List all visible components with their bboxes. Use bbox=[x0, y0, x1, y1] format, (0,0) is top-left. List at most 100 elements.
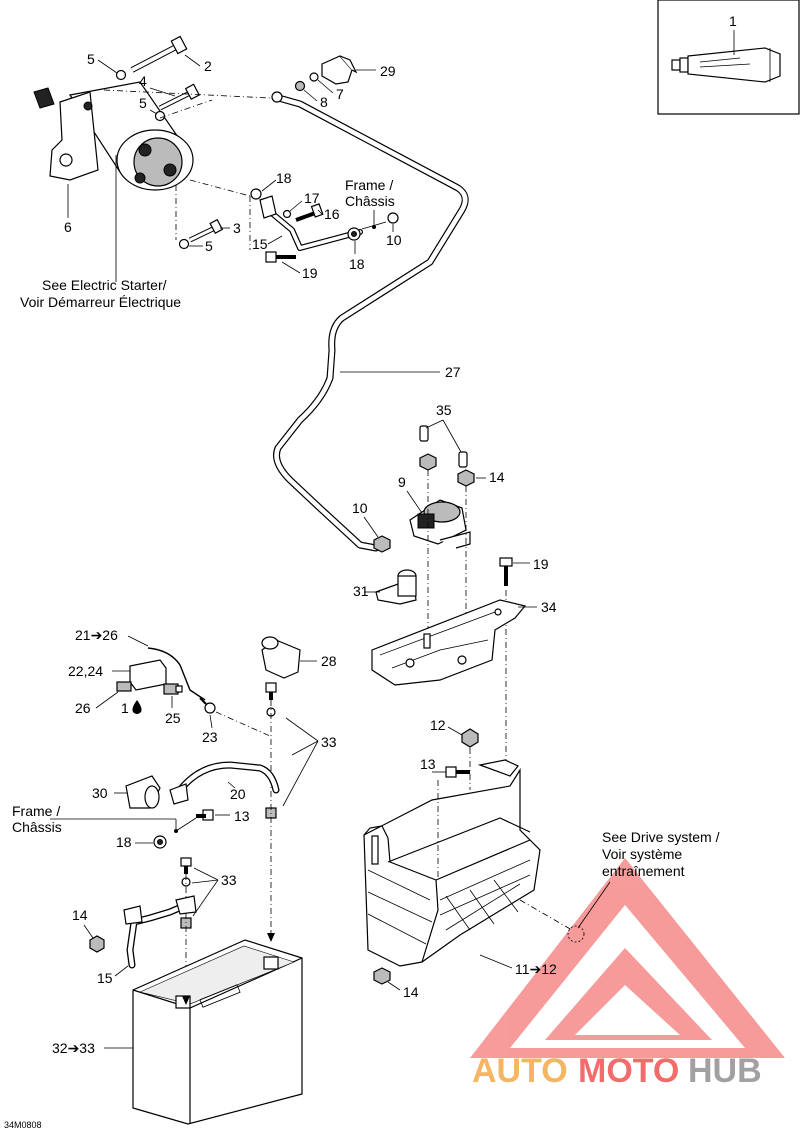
boot-29 bbox=[321, 55, 358, 85]
callout-14c: 14 bbox=[403, 984, 419, 1000]
nut-14a bbox=[419, 453, 437, 471]
battery-32 bbox=[132, 939, 303, 1125]
bolt-16 bbox=[295, 203, 324, 222]
callout-34: 34 bbox=[541, 599, 557, 615]
callout-29: 29 bbox=[380, 63, 396, 79]
callout-21-26: 21➔26 bbox=[75, 627, 118, 643]
nut-14d bbox=[373, 967, 391, 985]
fuse-26 bbox=[116, 681, 132, 692]
cable-27 bbox=[271, 91, 469, 552]
boot-28 bbox=[261, 636, 301, 679]
watermark-logo bbox=[470, 858, 785, 1058]
note-frame-top-2: Châssis bbox=[345, 193, 395, 209]
bracket-34 bbox=[371, 599, 527, 686]
callout-35: 35 bbox=[436, 402, 452, 418]
bolt-2 bbox=[130, 35, 188, 73]
callout-5c: 5 bbox=[205, 238, 213, 254]
callout-32-33: 32➔33 bbox=[52, 1040, 95, 1056]
svg-text:MOTO: MOTO bbox=[578, 1052, 679, 1090]
callout-18b: 18 bbox=[349, 256, 365, 272]
callout-18c: 18 bbox=[116, 834, 132, 850]
callout-31: 31 bbox=[353, 583, 369, 599]
callout-11-12: 11➔12 bbox=[515, 961, 557, 977]
callout-25: 25 bbox=[165, 710, 181, 726]
callout-15a: 15 bbox=[252, 236, 268, 252]
callout-8: 8 bbox=[320, 94, 328, 110]
callout-33b: 33 bbox=[221, 872, 237, 888]
callout-19a: 19 bbox=[302, 265, 318, 281]
callout-26: 26 bbox=[75, 700, 91, 716]
bolt-4 bbox=[158, 83, 201, 111]
callout-5b: 5 bbox=[139, 95, 147, 111]
callout-6: 6 bbox=[64, 219, 72, 235]
note-electric-starter-2: Voir Démarreur Électrique bbox=[20, 294, 181, 310]
callout-15b: 15 bbox=[97, 970, 113, 986]
callout-19b: 19 bbox=[533, 556, 549, 572]
note-drive-system-2: Voir système bbox=[602, 846, 682, 862]
callout-10b: 10 bbox=[352, 500, 368, 516]
bolt-19b bbox=[499, 557, 513, 586]
washer-7 bbox=[309, 72, 319, 82]
svg-text:HUB: HUB bbox=[688, 1052, 762, 1090]
cap-35a bbox=[419, 425, 429, 442]
note-frame-bottom-2: Châssis bbox=[12, 819, 62, 835]
bolt-19a bbox=[265, 251, 296, 263]
cap-30 bbox=[125, 775, 161, 809]
boot-31 bbox=[375, 569, 417, 605]
electric-starter bbox=[33, 81, 194, 191]
nut-14c bbox=[89, 935, 105, 953]
ring-terminal-23 bbox=[199, 697, 216, 714]
nut-14b bbox=[457, 469, 475, 487]
washer-5b bbox=[154, 110, 166, 122]
callout-3: 3 bbox=[233, 220, 241, 236]
callout-20: 20 bbox=[230, 786, 246, 802]
washer-18a bbox=[250, 188, 262, 200]
nut-12 bbox=[461, 728, 479, 748]
grease-drop-icon bbox=[132, 700, 142, 714]
callout-27: 27 bbox=[445, 364, 461, 380]
callout-14a: 14 bbox=[489, 469, 505, 485]
callout-12: 12 bbox=[430, 717, 446, 733]
callout-1: 1 bbox=[729, 13, 737, 29]
washer-5c bbox=[178, 238, 190, 250]
note-frame-bottom-1: Frame / bbox=[12, 803, 60, 819]
ref-code: 34M0808 bbox=[4, 1120, 42, 1130]
callout-13b: 13 bbox=[234, 808, 250, 824]
callout-13a: 13 bbox=[420, 756, 436, 772]
callout-7: 7 bbox=[336, 86, 344, 102]
callout-17: 17 bbox=[304, 190, 320, 206]
drive-system-ref-marker bbox=[567, 925, 585, 943]
callout-4: 4 bbox=[139, 73, 147, 89]
note-frame-top-1: Frame / bbox=[345, 177, 393, 193]
callout-5a: 5 bbox=[87, 51, 95, 67]
cable-20 bbox=[169, 761, 280, 805]
watermark-text: AUTO MOTO HUB bbox=[472, 1052, 762, 1090]
bolt-13b bbox=[196, 809, 214, 821]
callout-10a: 10 bbox=[386, 232, 402, 248]
callout-28: 28 bbox=[321, 653, 337, 669]
cable-15-lower bbox=[123, 895, 197, 969]
note-drive-system-3: entraînement bbox=[602, 863, 685, 879]
svg-text:AUTO: AUTO bbox=[472, 1052, 568, 1090]
cap-35b bbox=[458, 451, 468, 468]
washer-17 bbox=[282, 209, 292, 219]
callout-1-drop: 1 bbox=[121, 700, 129, 716]
bolt-3 bbox=[188, 218, 224, 243]
callout-18a: 18 bbox=[276, 170, 292, 186]
nut-8 bbox=[294, 80, 306, 92]
callout-33a: 33 bbox=[321, 734, 337, 750]
note-drive-system-1: See Drive system / bbox=[602, 829, 720, 845]
callout-14b: 14 bbox=[72, 907, 88, 923]
grease-tube-icon bbox=[671, 47, 781, 83]
note-electric-starter-1: See Electric Starter/ bbox=[42, 277, 167, 293]
fuse-holder-25 bbox=[163, 683, 183, 695]
callout-22-24: 22,24 bbox=[68, 663, 103, 679]
callout-16: 16 bbox=[324, 206, 340, 222]
callout-23: 23 bbox=[202, 729, 218, 745]
cable-15-upper bbox=[259, 195, 363, 251]
callout-9: 9 bbox=[398, 474, 406, 490]
callout-30: 30 bbox=[92, 785, 108, 801]
callout-2: 2 bbox=[204, 58, 212, 74]
nut-10a bbox=[387, 212, 399, 224]
